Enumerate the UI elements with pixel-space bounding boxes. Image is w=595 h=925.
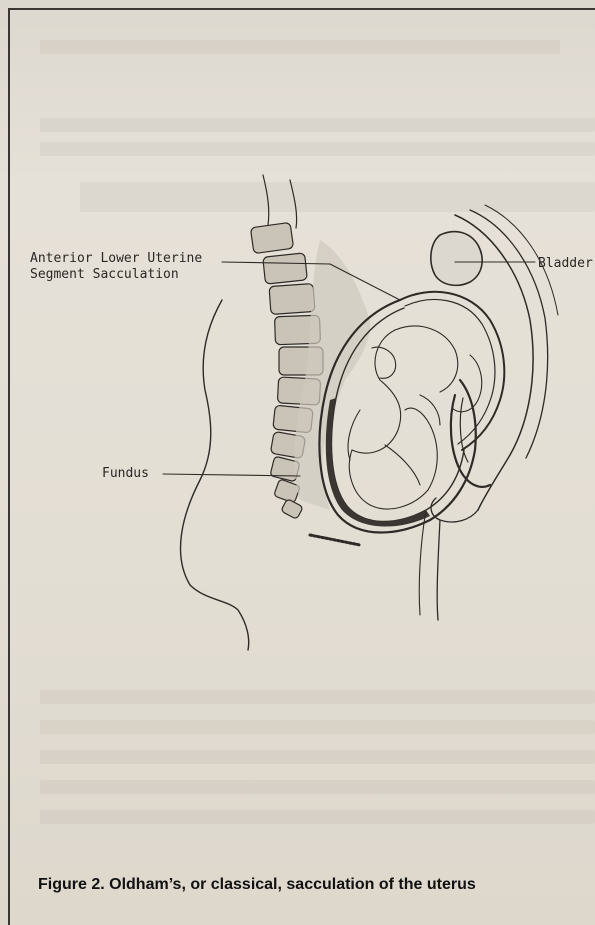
sacral-hatching	[310, 535, 360, 545]
figure-caption: Figure 2. Oldham’s, or classical, saccul…	[38, 876, 476, 894]
label-line-1: Anterior Lower Uterine	[30, 251, 202, 267]
fetus	[348, 326, 482, 509]
uterus-wall-fill	[326, 398, 430, 527]
lower-segment-sacculation	[400, 292, 504, 450]
anterior-lower-uterine-segment-label: Anterior Lower Uterine Segment Sacculati…	[30, 251, 202, 283]
fundus-label: Fundus	[102, 466, 149, 482]
bladder	[431, 232, 482, 286]
abdominal-wall-inner	[470, 210, 548, 458]
label-line-2: Segment Sacculation	[30, 267, 202, 283]
bladder-label: Bladder	[538, 256, 593, 272]
